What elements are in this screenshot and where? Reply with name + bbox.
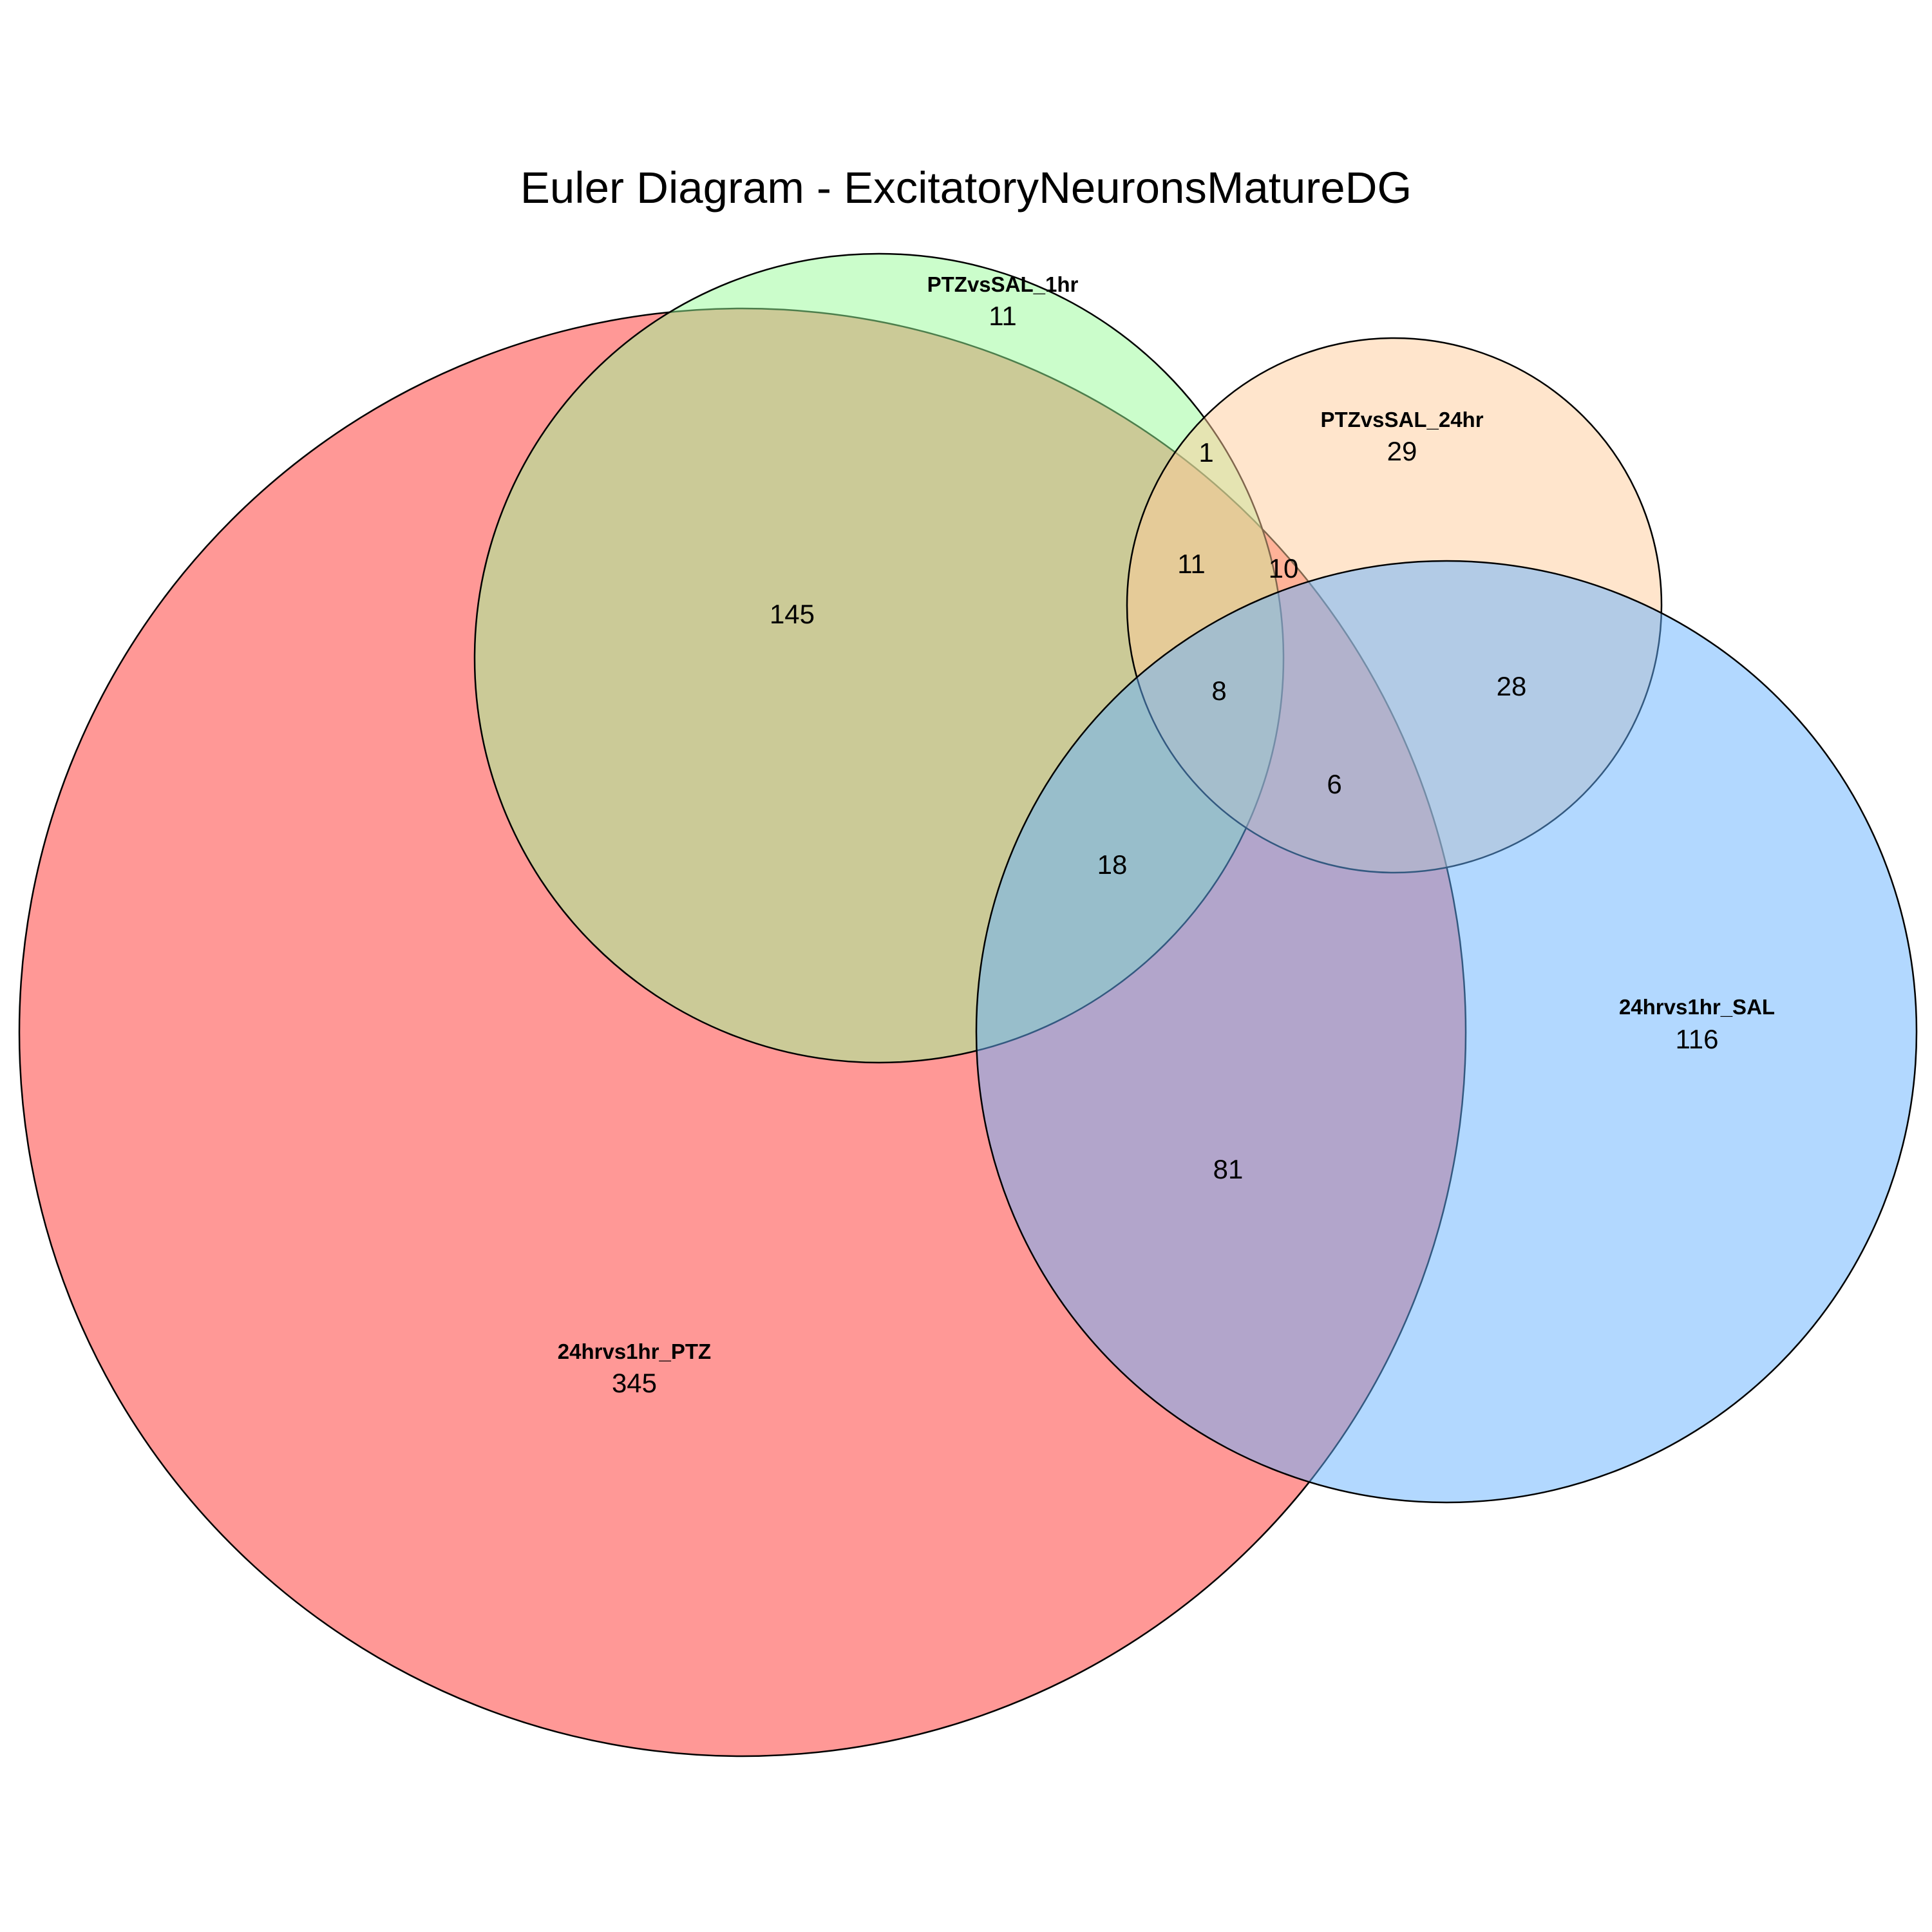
set-label-ptzvssal-1hr: PTZvsSAL_1hr [927,272,1079,296]
set-label-ptzvssal-24hr: PTZvsSAL_24hr [1320,408,1483,431]
region-count-ptzsal24-sal24: 28 [1497,671,1527,701]
set-count-ptzvssal-1hr: 11 [989,301,1017,331]
set-label-24hrvs1hr-ptz: 24hrvs1hr_PTZ [558,1340,711,1363]
set-label-24hrvs1hr-sal: 24hrvs1hr_SAL [1619,995,1775,1019]
region-count-all-four: 8 [1211,676,1226,706]
region-count-ptz24-ptzsal1-ptzsal24: 11 [1177,549,1206,579]
region-count-ptzsal1-ptzsal24: 1 [1198,437,1213,468]
diagram-title: Euler Diagram - ExcitatoryNeuronsMatureD… [520,163,1412,213]
circle-24hrvs1hr-sal [975,560,1918,1504]
set-count-24hrvs1hr-ptz: 345 [612,1368,657,1398]
region-count-ptz24-ptzsal1: 145 [770,599,815,629]
set-count-ptzvssal-24hr: 29 [1387,436,1417,466]
set-count-24hrvs1hr-sal: 116 [1676,1024,1719,1054]
region-count-ptz24-ptzsal1-sal24: 18 [1097,849,1128,880]
region-count-ptz24-ptzsal24: 10 [1269,553,1299,583]
region-count-ptz24-sal24: 81 [1213,1154,1244,1184]
region-count-ptz24-ptzsal24-sal24: 6 [1327,769,1341,799]
